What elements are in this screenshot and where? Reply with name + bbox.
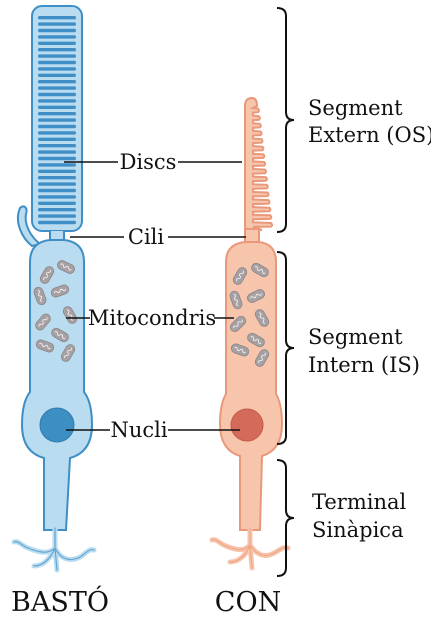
rod-disc [38, 42, 76, 45]
region-terminal-line2: Sinàpica [312, 518, 404, 542]
label-cili: Cili [128, 225, 165, 249]
rod-disc [38, 99, 76, 102]
cone-nucleus [231, 409, 263, 441]
rod-disc [38, 202, 76, 205]
cell-name-rod: BASTÓ [11, 584, 109, 618]
rod-disc [38, 138, 76, 141]
rod-disc [38, 221, 76, 224]
rod-disc [38, 182, 76, 185]
region-outer-segment-line1: Segment [308, 96, 403, 120]
region-terminal-line1: Terminal [312, 490, 407, 514]
rod-disc [38, 67, 76, 70]
rod-cell [14, 6, 94, 570]
region-outer-segment-line2: Extern (OS) [308, 123, 431, 147]
rod-disc [38, 29, 76, 32]
rod-disc [38, 131, 76, 134]
label-nucli: Nucli [110, 418, 167, 442]
region-brackets [277, 8, 294, 576]
rod-disc [38, 150, 76, 153]
cone-outer-segment [245, 98, 272, 230]
cell-name-cone: CON [215, 587, 281, 618]
rod-disc [38, 176, 76, 179]
label-discs: Discs [120, 150, 177, 174]
rod-disc [38, 112, 76, 115]
rod-disc [38, 22, 76, 25]
rod-inner-segment [22, 240, 92, 530]
rod-disc [38, 163, 76, 166]
rod-cilium [50, 231, 64, 240]
rod-disc [38, 157, 76, 160]
rod-disc [38, 80, 76, 83]
rod-disc [38, 86, 76, 89]
rod-disc [38, 170, 76, 173]
rod-disc [38, 35, 76, 38]
rod-disc [38, 208, 76, 211]
rod-disc [38, 74, 76, 77]
region-inner-segment-line2: Intern (IS) [308, 353, 420, 377]
rod-disc [38, 125, 76, 128]
cone-inner-segment [220, 242, 282, 530]
rod-disc [38, 144, 76, 147]
rod-disc [38, 195, 76, 198]
cone-cilium [245, 229, 259, 243]
rod-nucleus [40, 408, 74, 442]
rod-disc [38, 118, 76, 121]
rod-disc [38, 16, 76, 19]
region-inner-segment-line1: Segment [308, 325, 403, 349]
rod-disc [38, 214, 76, 217]
rod-disc [38, 93, 76, 96]
rod-disc [38, 189, 76, 192]
label-mitocondris: Mitocondris [88, 306, 216, 330]
rod-disc [38, 106, 76, 109]
rod-disc [38, 48, 76, 51]
label-leaders [64, 162, 246, 430]
cone-cell [212, 98, 288, 568]
rod-disc [38, 61, 76, 64]
rod-disc [38, 54, 76, 57]
